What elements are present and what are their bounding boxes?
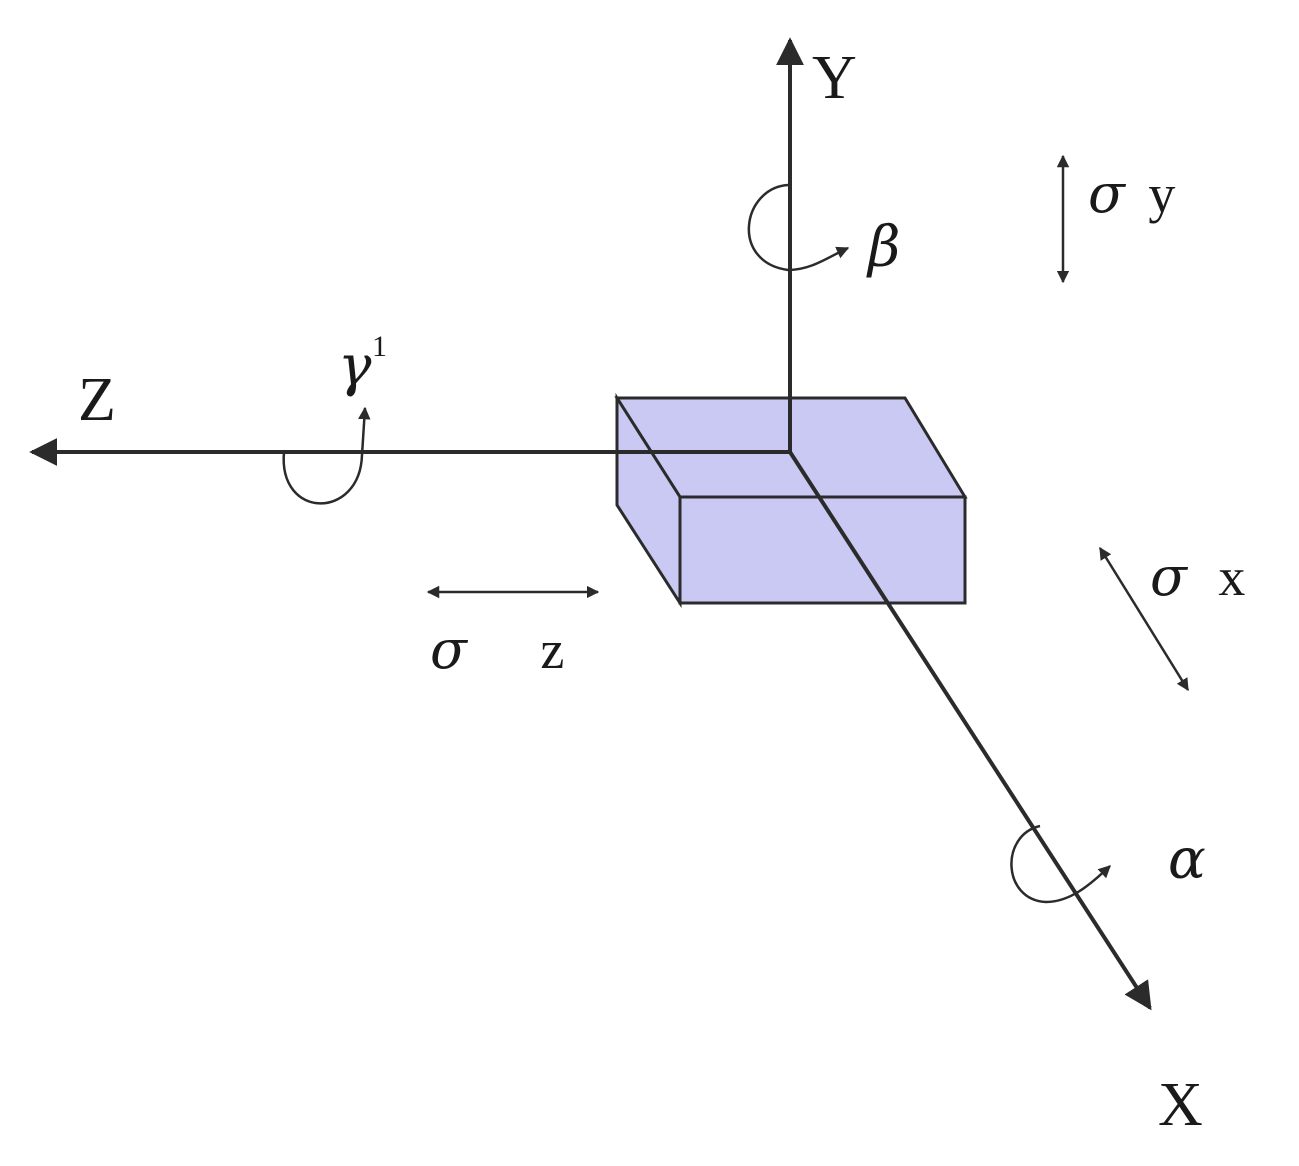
alpha-rotation-arrow	[1010, 824, 1111, 904]
sigma-z-label: σ z	[430, 618, 564, 681]
sigma-x-label: σ x	[1150, 545, 1245, 608]
sigma-y-symbol: σ	[1088, 162, 1127, 225]
gamma-rotation-arrow	[282, 406, 371, 505]
sigma-x-suffix: x	[1218, 547, 1245, 607]
y-axis-label: Y	[812, 44, 857, 112]
sigma-x-symbol: σ	[1150, 545, 1189, 608]
beta-rotation-arrow	[747, 183, 850, 272]
gamma-superscript: 1	[372, 330, 387, 363]
x-axis-label: X	[1158, 1071, 1203, 1139]
sigma-y-label: σ y	[1088, 162, 1175, 225]
gamma-label: γ	[338, 334, 372, 399]
x-axis	[788, 450, 1152, 1011]
box-front-face	[678, 495, 967, 605]
z-axis-label: Z	[78, 366, 116, 434]
sigma-z-suffix: z	[540, 620, 564, 680]
sigma-y-suffix: y	[1148, 164, 1175, 224]
beta-label: β	[866, 215, 900, 280]
alpha-label: α	[1168, 827, 1206, 892]
sigma-z-symbol: σ	[430, 618, 469, 681]
sigma-x-arrow	[1098, 546, 1190, 692]
